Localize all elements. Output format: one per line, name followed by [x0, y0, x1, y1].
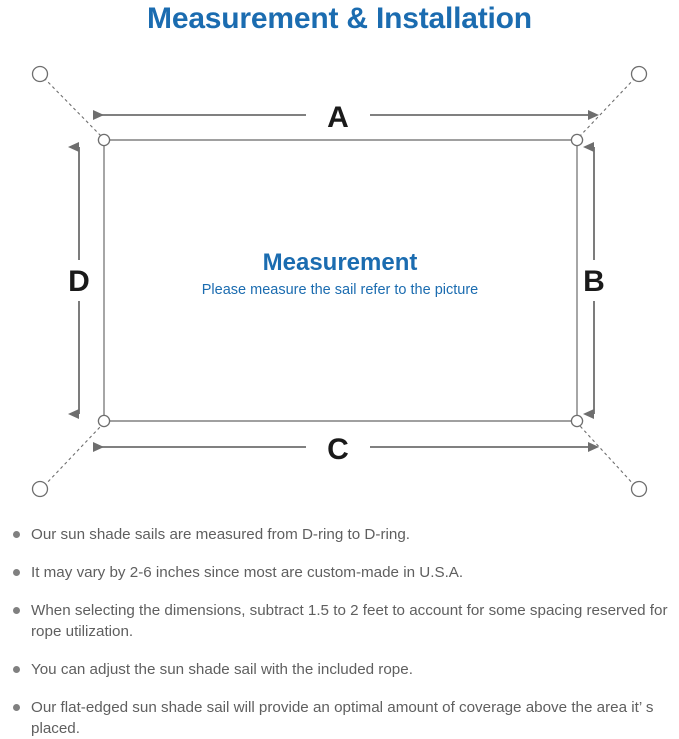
d-ring-bottom-left-icon — [97, 414, 111, 428]
list-item: Our flat-edged sun shade sail will provi… — [0, 697, 679, 739]
dimension-label-b: B — [583, 265, 605, 298]
list-item: When selecting the dimensions, subtract … — [0, 600, 679, 642]
sail-measurement-diagram: A C D B Measurement Please measure the s… — [0, 48, 679, 518]
page-title: Measurement & Installation — [147, 2, 532, 35]
dimension-label-a: A — [327, 101, 349, 134]
anchor-top-left-icon — [31, 65, 49, 83]
d-rings-group — [97, 133, 584, 428]
bullet-icon — [13, 666, 20, 673]
bullet-icon — [13, 704, 20, 711]
diagram-center-subtext: Please measure the sail refer to the pic… — [202, 282, 478, 298]
list-item: Our sun shade sails are measured from D-… — [0, 524, 679, 545]
note-text: Our sun shade sails are measured from D-… — [31, 526, 410, 543]
dimension-label-c: C — [327, 433, 349, 466]
rope-line-top-left — [43, 77, 102, 137]
note-text: You can adjust the sun shade sail with t… — [31, 661, 413, 678]
dimension-label-d: D — [68, 265, 90, 298]
list-item: It may vary by 2-6 inches since most are… — [0, 562, 679, 583]
rope-line-bottom-right — [579, 425, 636, 487]
anchor-top-right-icon — [630, 65, 648, 83]
diagram-center-heading: Measurement — [263, 249, 418, 276]
d-ring-bottom-right-icon — [570, 414, 584, 428]
note-text: It may vary by 2-6 inches since most are… — [31, 564, 464, 581]
bullet-icon — [13, 531, 20, 538]
d-ring-top-right-icon — [570, 133, 584, 147]
bullet-icon — [13, 569, 20, 576]
bullet-icon — [13, 607, 20, 614]
anchor-bottom-left-icon — [31, 480, 49, 498]
notes-list: Our sun shade sails are measured from D-… — [0, 524, 679, 739]
note-text: Our flat-edged sun shade sail will provi… — [31, 699, 654, 737]
anchor-points-group — [31, 65, 648, 498]
rope-line-top-right — [579, 77, 636, 137]
rope-lines — [43, 77, 636, 487]
anchor-bottom-right-icon — [630, 480, 648, 498]
note-text: When selecting the dimensions, subtract … — [31, 602, 668, 640]
sail-shape — [103, 139, 578, 422]
rope-line-bottom-left — [43, 425, 102, 487]
list-item: You can adjust the sun shade sail with t… — [0, 659, 679, 680]
d-ring-top-left-icon — [97, 133, 111, 147]
